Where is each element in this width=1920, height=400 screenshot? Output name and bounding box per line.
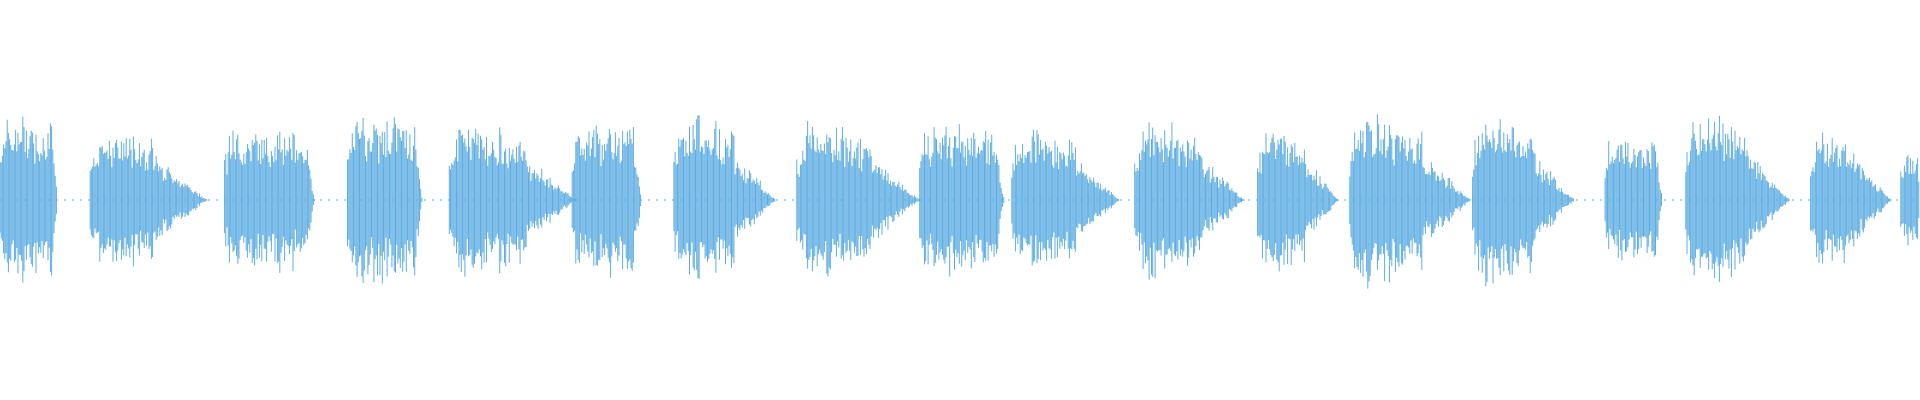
waveform-segment — [1134, 122, 1245, 280]
waveform-segment — [448, 127, 576, 277]
waveform-segment — [1685, 115, 1790, 282]
waveform-segment — [0, 116, 57, 283]
waveform-segment — [796, 121, 920, 277]
waveform-segment — [1349, 114, 1471, 289]
waveform-segment — [1257, 133, 1339, 272]
waveform-segment — [347, 117, 423, 284]
waveform-segment — [1472, 119, 1574, 287]
waveform-segment — [571, 125, 642, 278]
waveform-segment — [89, 136, 208, 267]
waveform-segment — [673, 115, 776, 279]
waveform-segment — [919, 124, 1005, 277]
waveform-segment — [1810, 132, 1892, 264]
waveform-segment — [1011, 129, 1120, 266]
waveform-bars — [0, 114, 1920, 289]
waveform-segment — [224, 130, 316, 273]
waveform-segment — [1900, 155, 1920, 246]
waveform-segment — [1604, 141, 1662, 261]
